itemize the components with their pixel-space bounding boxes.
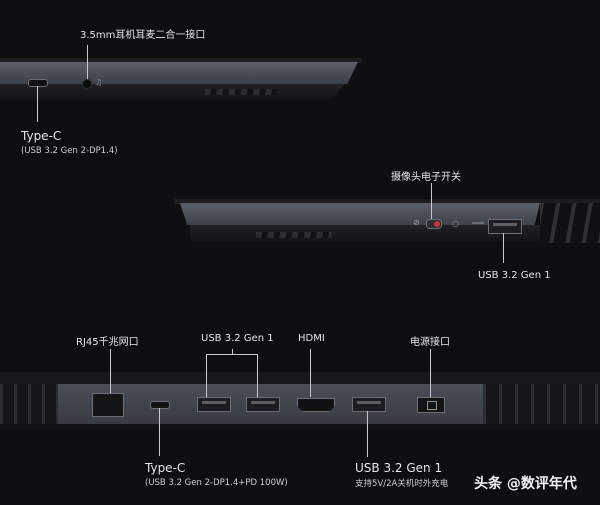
usb-a-port-2	[246, 397, 280, 412]
hdmi-label: HDMI	[298, 333, 325, 344]
rj45-label: RJ45千兆网口	[76, 337, 139, 348]
power-port	[417, 397, 445, 413]
usb-label: USB 3.2 Gen 1	[478, 270, 551, 281]
leader-line	[87, 45, 88, 79]
leader-line	[37, 86, 38, 122]
chassis-side-panel	[180, 203, 540, 225]
camera-off-icon: ⊘	[413, 218, 420, 227]
leader-line	[110, 349, 111, 393]
leader-line	[430, 349, 431, 397]
chassis-bottom	[0, 424, 600, 430]
usb-charge-label: USB 3.2 Gen 1	[355, 461, 443, 475]
chassis-bottom	[0, 84, 345, 100]
chassis-edge	[174, 199, 600, 204]
chassis-side-panel	[0, 62, 358, 84]
leader-line	[232, 349, 233, 354]
usb-charge-spec: 支持5V/2A关机时外充电	[355, 479, 449, 489]
chassis-edge	[0, 58, 362, 63]
bracket-line	[206, 354, 258, 355]
watermark: 头条 @数评年代	[474, 476, 577, 492]
camera-switch	[426, 219, 442, 229]
typec-label: Type-C	[21, 129, 62, 143]
hdmi-port	[297, 398, 335, 412]
headset-icon: ♫	[95, 78, 103, 87]
leader-line	[159, 408, 160, 456]
leader-line	[431, 183, 432, 219]
rear-vent-left	[0, 384, 58, 424]
typec-port	[150, 401, 170, 409]
leader-line	[503, 233, 504, 263]
power-led-icon: ○	[452, 219, 459, 228]
usb-pair-label: USB 3.2 Gen 1	[201, 333, 274, 344]
usb-a-port-1	[197, 397, 231, 412]
chassis-edge	[0, 372, 600, 384]
rear-vent-corner	[540, 203, 600, 243]
typec-spec: (USB 3.2 Gen 2-DP1.4+PD 100W)	[145, 478, 288, 488]
leader-line	[206, 354, 207, 397]
leader-line	[367, 411, 368, 457]
rj45-port	[92, 393, 124, 417]
typec-label: Type-C	[145, 461, 186, 475]
ss-usb-logo	[472, 222, 484, 224]
usb-a-charge-port	[352, 397, 386, 412]
typec-port	[28, 79, 48, 87]
rear-vent-right	[483, 384, 600, 424]
power-label: 电源接口	[410, 337, 450, 348]
side-vent	[205, 89, 277, 95]
usb-a-port	[488, 219, 522, 234]
leader-line	[257, 354, 258, 397]
side-vent	[256, 232, 332, 238]
camera-switch-label: 摄像头电子开关	[391, 172, 461, 183]
leader-line	[310, 349, 311, 397]
audio-jack-label: 3.5mm耳机耳麦二合一接口	[80, 30, 206, 41]
typec-spec: (USB 3.2 Gen 2-DP1.4)	[21, 146, 118, 156]
audio-jack-port	[82, 79, 92, 89]
